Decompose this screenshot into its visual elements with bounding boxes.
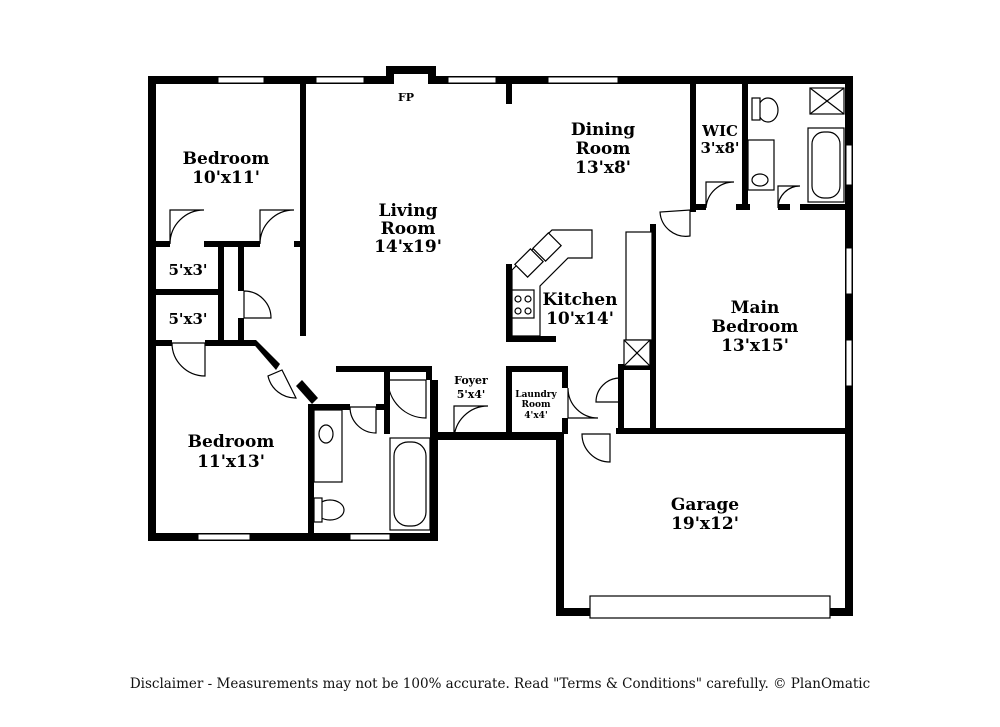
kitchen-name: Kitchen xyxy=(543,290,618,310)
dining-room-size: 13'x8' xyxy=(575,158,631,178)
laundry-room-name-2: Room xyxy=(521,400,550,410)
garage-size: 19'x12' xyxy=(671,514,739,534)
bedroom-bottom-size: 11'x13' xyxy=(197,452,265,472)
garage-door xyxy=(589,595,831,619)
foyer-label: Foyer 5'x4' xyxy=(454,374,488,401)
dining-room-name-1: Dining xyxy=(571,120,635,140)
kitchen-size: 10'x14' xyxy=(546,309,614,329)
laundry-room-size: 4'x4' xyxy=(524,411,547,421)
main-bedroom-name-1: Main xyxy=(731,298,780,318)
door-swings xyxy=(169,181,801,463)
closet-a-size: 5'x3' xyxy=(168,261,207,279)
disclaimer-text: Disclaimer - Measurements may not be 100… xyxy=(129,676,871,692)
interior-walls xyxy=(156,84,852,536)
living-room-label: Living Room 14'x19' xyxy=(374,201,442,257)
kitchen-label: Kitchen 10'x14' xyxy=(543,290,618,329)
main-bedroom-size: 13'x15' xyxy=(721,336,789,356)
living-room-name-1: Living xyxy=(379,201,438,221)
bedroom-top-size: 10'x11' xyxy=(192,168,260,188)
foyer-name: Foyer xyxy=(454,374,488,387)
main-bedroom-name-2: Bedroom xyxy=(712,317,799,337)
laundry-room-label: Laundry Room 4'x4' xyxy=(515,390,557,421)
hall-bath-fixtures xyxy=(313,409,431,531)
laundry-room-name-1: Laundry xyxy=(515,390,557,400)
wic-label: WIC 3'x8' xyxy=(700,122,739,157)
garage-label: Garage 19'x12' xyxy=(671,495,739,534)
wic-size: 3'x8' xyxy=(700,139,739,157)
living-room-name-2: Room xyxy=(381,219,436,239)
main-bath-fixtures xyxy=(747,87,845,203)
dining-room-name-2: Room xyxy=(576,139,631,159)
kitchen-counters xyxy=(511,229,653,367)
garage-name: Garage xyxy=(671,495,739,515)
bedroom-bottom-name: Bedroom xyxy=(188,432,275,452)
dining-room-label: Dining Room 13'x8' xyxy=(571,120,635,178)
bedroom-bottom-label: Bedroom 11'x13' xyxy=(188,432,275,472)
living-room-size: 14'x19' xyxy=(374,237,442,257)
fireplace-label: FP xyxy=(398,91,414,104)
foyer-size: 5'x4' xyxy=(457,388,486,401)
main-bedroom-label: Main Bedroom 13'x15' xyxy=(712,298,799,356)
bedroom-top-label: Bedroom 10'x11' xyxy=(183,149,270,188)
bedroom-top-name: Bedroom xyxy=(183,149,270,169)
closet-b-size: 5'x3' xyxy=(168,310,207,328)
wic-name: WIC xyxy=(701,122,738,140)
windows xyxy=(197,76,853,541)
